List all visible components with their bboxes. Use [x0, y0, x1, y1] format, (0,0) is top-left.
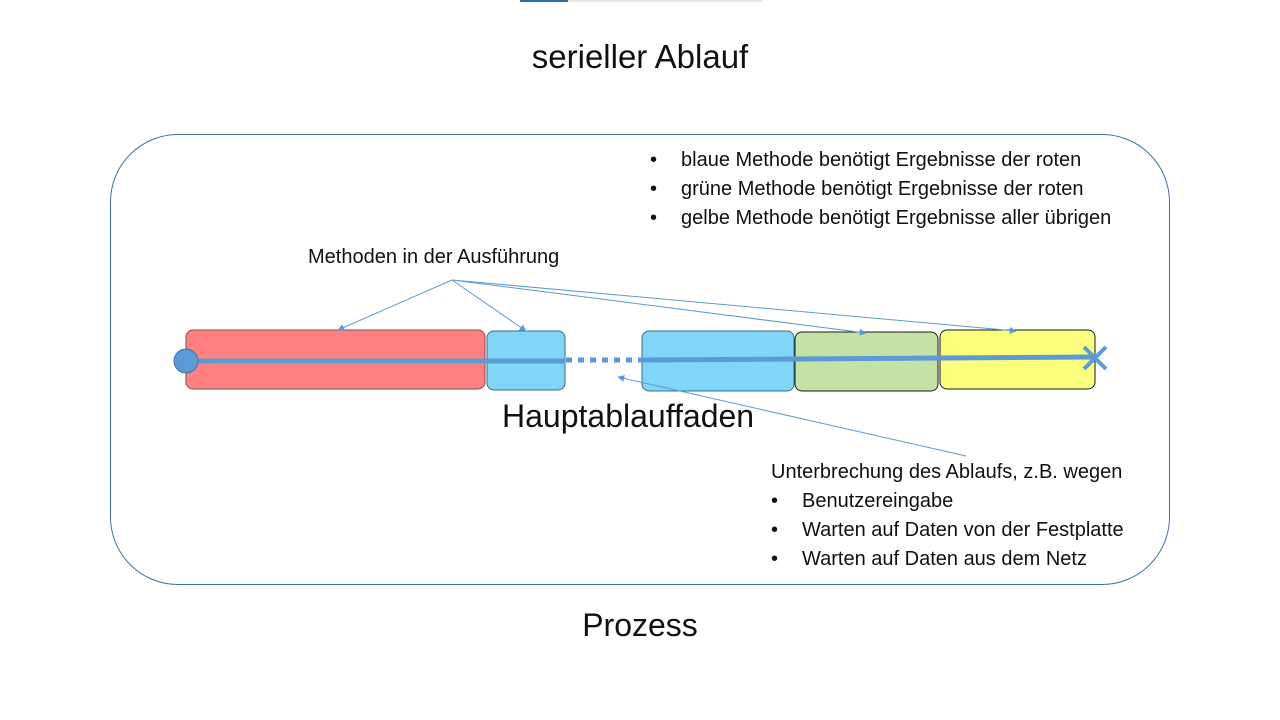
thread-start-point: [173, 348, 199, 374]
note-yellow: gelbe Methode benötigt Ergebnisse aller …: [650, 204, 1111, 233]
interruption-list: Benutzereingabe Warten auf Daten von der…: [771, 487, 1124, 574]
method-block-green: [794, 331, 939, 392]
slide-title: serieller Ablauf: [531, 38, 749, 75]
interruption-pointer-arrow: [617, 374, 967, 457]
process-label: Prozess: [582, 607, 698, 643]
thread-end-marker: [1082, 345, 1108, 371]
thread-line-segment-2: [641, 354, 1097, 363]
interruption-notes: Unterbrechung des Ablaufs, z.B. wegen Be…: [771, 458, 1124, 574]
methods-label: Methoden in der Ausführung: [308, 246, 560, 268]
slide-progress-fill: [520, 0, 568, 2]
note-green: grüne Methode benötigt Ergebnisse der ro…: [650, 175, 1111, 204]
thread-label: Hauptablauffaden: [502, 398, 755, 434]
slide-progress-indicator: [520, 0, 762, 2]
process-container: [110, 134, 1170, 585]
dependency-notes: blaue Methode benötigt Ergebnisse der ro…: [650, 146, 1111, 233]
interruption-heading: Unterbrechung des Ablaufs, z.B. wegen: [771, 461, 1123, 483]
interruption-item: Warten auf Daten aus dem Netz: [771, 545, 1124, 574]
interruption-item: Warten auf Daten von der Festplatte: [771, 516, 1124, 545]
note-blue: blaue Methode benötigt Ergebnisse der ro…: [650, 146, 1111, 175]
interruption-item: Benutzereingabe: [771, 487, 1124, 516]
method-pointer-arrows: [337, 279, 1017, 336]
